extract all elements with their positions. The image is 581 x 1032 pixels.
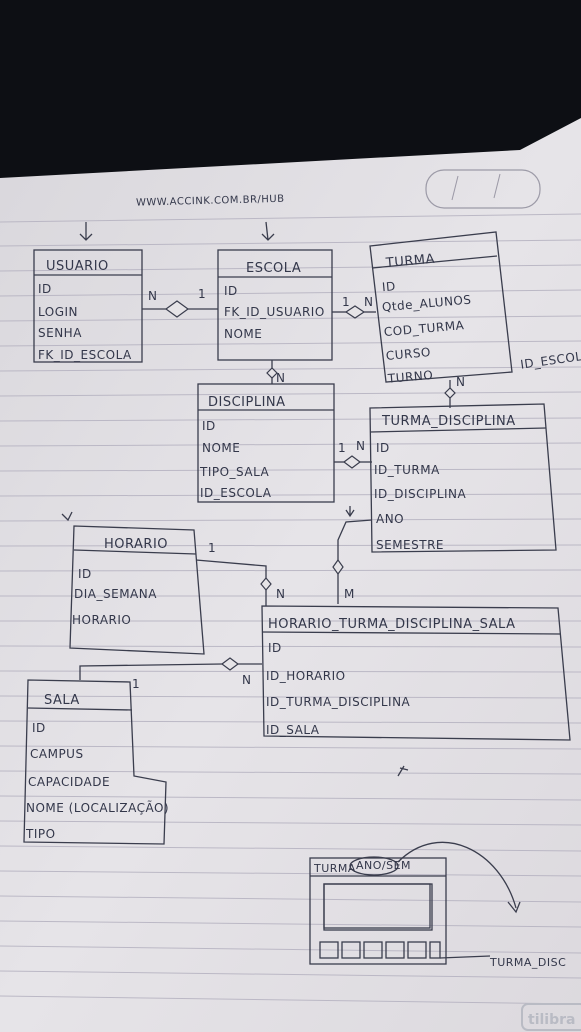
svg-text:1: 1 <box>132 677 140 691</box>
entity-horario: HORARIO ID DIA_SEMANA HORARIO <box>69 525 205 655</box>
entity-field: CURSO <box>385 345 431 363</box>
header-url: WWW.ACCINK.COM.BR/HUB <box>136 194 285 209</box>
sketch-selector: ANO/SEM <box>356 859 411 872</box>
ui-sketch: TURMA ANO/SEM TURMA_DISC <box>309 841 566 969</box>
svg-text:1: 1 <box>342 295 350 309</box>
entity-title: TURMA <box>384 252 435 271</box>
entity-title: TURMA_DISCIPLINA <box>381 414 516 429</box>
marker-arrows <box>61 221 275 522</box>
relation-horario-htds: 1 N <box>195 541 285 606</box>
entity-disciplina: DISCIPLINA ID NOME TIPO_SALA ID_ESCOLA <box>197 383 335 503</box>
entity-field: ID <box>268 641 282 655</box>
svg-text:N: N <box>148 289 157 303</box>
entity-field: SEMESTRE <box>376 538 444 552</box>
entity-title: HORARIO_TURMA_DISCIPLINA_SALA <box>268 617 515 632</box>
svg-text:tilibra: tilibra <box>528 1012 575 1028</box>
entity-field: ID <box>32 721 46 735</box>
entity-field: TIPO_SALA <box>199 465 270 479</box>
paper-sheet <box>0 118 581 1032</box>
svg-text:M: M <box>344 587 355 601</box>
entity-turma-disciplina: TURMA_DISCIPLINA ID ID_TURMA ID_DISCIPLI… <box>369 403 557 553</box>
ruled-lines <box>0 213 581 1005</box>
relation-disciplina-turma-disciplina: 1 N <box>334 439 372 469</box>
entity-field: ID <box>78 567 92 581</box>
sketch-arrow-label: TURMA_DISC <box>489 956 566 969</box>
entity-field: HORARIO <box>72 613 131 627</box>
entity-title: USUARIO <box>46 259 109 274</box>
entity-sala: SALA ID CAMPUS CAPACIDADE NOME (LOCALIZA… <box>23 679 169 845</box>
entity-field: CAMPUS <box>30 747 84 761</box>
entity-field: SENHA <box>38 326 82 340</box>
svg-text:N: N <box>276 371 285 385</box>
entity-field: ID_HORARIO <box>266 669 346 683</box>
svg-text:1: 1 <box>208 541 216 555</box>
relation-sala-htds: 1 N <box>79 657 262 691</box>
entity-field: ID_DISCIPLINA <box>374 487 467 501</box>
svg-text:1: 1 <box>338 441 346 455</box>
entity-field: LOGIN <box>38 305 78 319</box>
relation-usuario-escola: N 1 <box>142 287 218 318</box>
brand-logo: tilibra <box>521 1003 581 1031</box>
relation-turma-disciplina-htds: M <box>332 506 373 604</box>
entity-field: FK_ID_USUARIO <box>224 305 325 319</box>
entity-escola: ESCOLA ID FK_ID_USUARIO NOME <box>217 249 333 361</box>
relation-escola-turma: 1 N <box>332 295 376 319</box>
entity-field: ID <box>224 284 238 298</box>
entity-field: TIPO <box>25 827 56 841</box>
svg-text:N: N <box>364 295 373 309</box>
entity-field: CAPACIDADE <box>28 775 110 789</box>
svg-text:1: 1 <box>198 287 206 301</box>
entity-field: ID_ESCOLA <box>200 486 272 500</box>
entity-field: NOME <box>202 441 240 455</box>
entity-usuario: USUARIO ID LOGIN SENHA FK_ID_ESCOLA <box>33 249 143 363</box>
entity-title: HORARIO <box>104 537 168 552</box>
entity-field: ID <box>376 441 390 455</box>
entity-title: DISCIPLINA <box>208 395 286 410</box>
entity-field: ID <box>202 419 216 433</box>
entity-field: ID_TURMA <box>374 463 440 477</box>
entity-field: ID_TURMA_DISCIPLINA <box>266 695 411 709</box>
entity-field: TURNO <box>386 368 433 386</box>
entity-field: DIA_SEMANA <box>74 587 157 601</box>
svg-text:N: N <box>276 587 285 601</box>
entity-field: NOME (LOCALIZAÇÃO) <box>26 800 169 815</box>
entity-field: ID <box>381 279 396 294</box>
entity-title: SALA <box>44 693 80 708</box>
entity-field: ANO <box>376 512 404 526</box>
entity-field: FK_ID_ESCOLA <box>38 348 132 362</box>
entity-horario-turma-disciplina-sala: HORARIO_TURMA_DISCIPLINA_SALA ID ID_HORA… <box>261 605 571 741</box>
entity-field: ID <box>38 282 52 296</box>
entity-field: ID_SALA <box>266 723 320 737</box>
svg-text:N: N <box>456 375 465 389</box>
sketch-title: TURMA <box>313 862 356 875</box>
entity-field: NOME <box>224 327 262 341</box>
svg-text:N: N <box>242 673 251 687</box>
date-box <box>425 169 541 209</box>
mark <box>397 765 409 777</box>
svg-text:N: N <box>356 439 365 453</box>
relation-escola-disciplina: N <box>266 360 285 385</box>
entity-title: ESCOLA <box>246 261 301 276</box>
